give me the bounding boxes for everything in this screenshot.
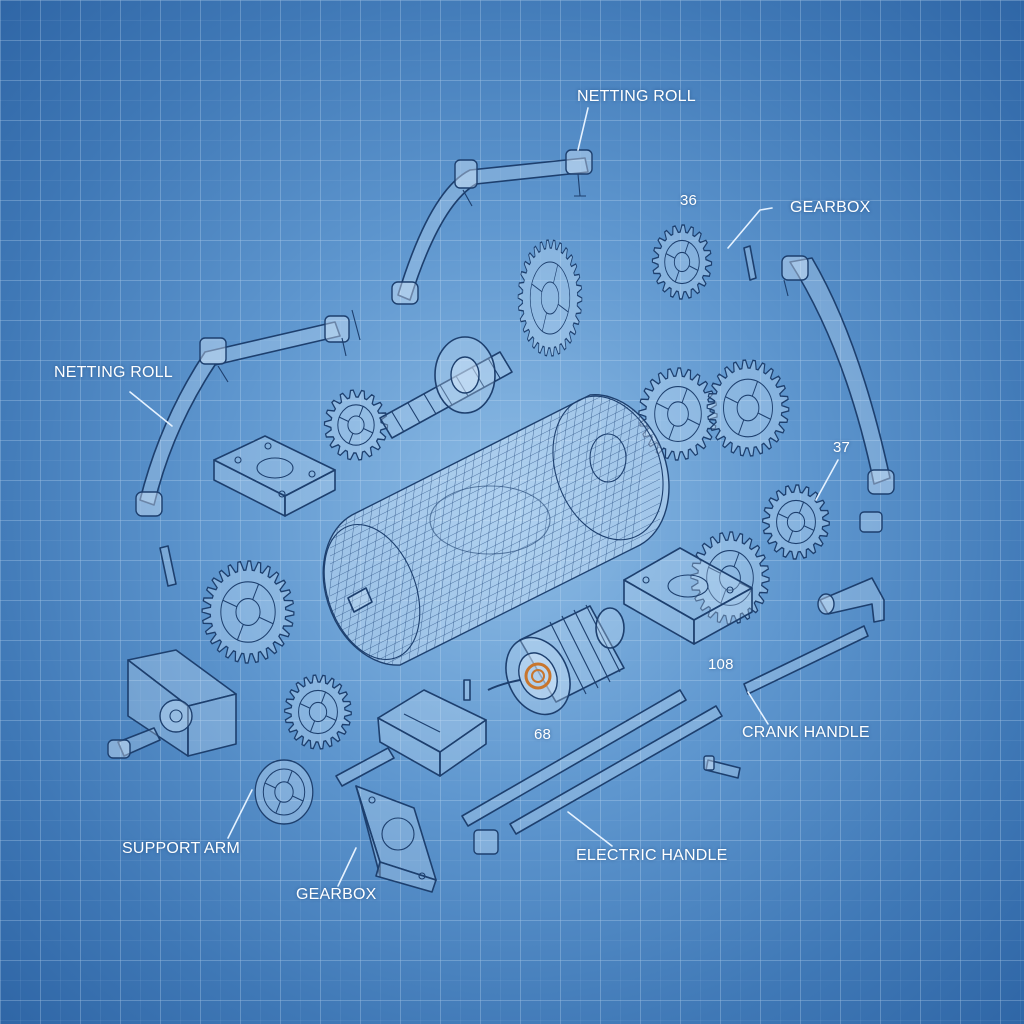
label-gearbox-top: GEARBOX (790, 199, 871, 216)
leader-lines (129, 107, 839, 887)
gear-icon (706, 359, 790, 457)
gearbox-housing-center-icon (335, 689, 487, 787)
label-electric-handle: ELECTRIC HANDLE (576, 847, 728, 864)
bracket-plate-left-icon (213, 435, 336, 517)
gear-icon (201, 560, 295, 664)
gear-set (201, 224, 830, 825)
label-gearbox-bottom: GEARBOX (296, 886, 377, 903)
support-arm-left-icon (135, 309, 361, 517)
bracket-plate-bottom-icon (355, 785, 437, 893)
label-crank-handle: CRANK HANDLE (742, 724, 870, 741)
pins-and-bolts (159, 245, 883, 855)
support-arm-right-icon (781, 255, 895, 495)
gear-icon (323, 389, 389, 461)
label-support-arm: SUPPORT ARM (122, 840, 241, 857)
worm-shaft-icon (379, 336, 513, 439)
part-number-68: 68 (534, 726, 552, 743)
motor-icon (487, 604, 625, 716)
support-arm-top-icon (391, 149, 593, 305)
shaft-long-2-icon (509, 705, 723, 835)
gear-icon (284, 674, 352, 750)
part-number-36: 36 (680, 192, 698, 209)
gear-icon (638, 367, 718, 461)
gear-icon (762, 484, 830, 560)
part-number-108: 108 (708, 656, 734, 673)
crank-handle-icon (743, 577, 885, 695)
shaft-long-1-icon (461, 689, 687, 827)
gear-icon (690, 531, 770, 625)
label-netting-roll-top: NETTING ROLL (577, 88, 696, 105)
gear-icon (517, 239, 583, 357)
part-number-37: 37 (833, 439, 851, 456)
label-netting-roll-left: NETTING ROLL (54, 364, 173, 381)
gearbox-housing-left-icon (107, 649, 237, 759)
gear-icon (651, 224, 713, 300)
gear-icon (254, 759, 314, 825)
bracket-plate-right-icon (623, 547, 753, 645)
